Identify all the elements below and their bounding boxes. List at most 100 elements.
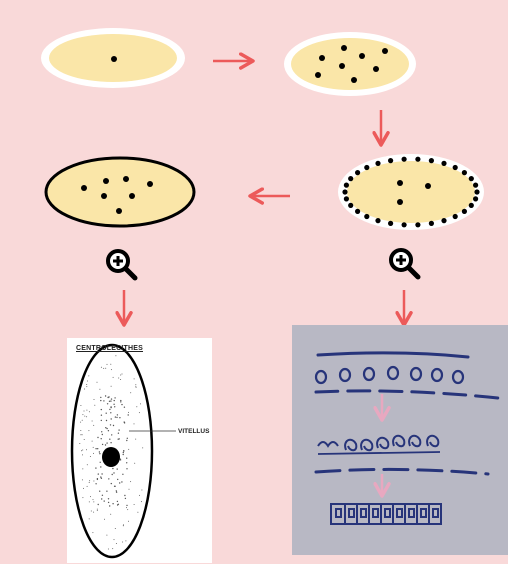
yolk-dot bbox=[110, 424, 111, 425]
yolk-dot bbox=[110, 514, 111, 515]
yolk-dot bbox=[111, 398, 112, 399]
yolk-dot bbox=[136, 387, 137, 388]
yolk-dot bbox=[126, 440, 127, 441]
magnifier-plus-icon bbox=[391, 250, 418, 277]
yolk-dot bbox=[86, 410, 87, 411]
yolk-dot bbox=[90, 496, 91, 497]
nucleus bbox=[348, 203, 353, 208]
yolk-dot bbox=[93, 501, 94, 502]
yolk-dot bbox=[123, 454, 124, 455]
yolk-dot bbox=[80, 430, 81, 431]
yolk-dot bbox=[141, 490, 142, 491]
nucleus bbox=[355, 170, 360, 175]
yolk-dot bbox=[123, 524, 124, 525]
yolk-dot bbox=[127, 438, 128, 439]
nucleus bbox=[441, 161, 446, 166]
yolk-dot bbox=[97, 448, 98, 449]
yolk-dot bbox=[87, 464, 88, 465]
nucleus bbox=[453, 214, 458, 219]
yolk-dot bbox=[88, 375, 89, 376]
yolk-dot bbox=[111, 483, 112, 484]
yolk-dot bbox=[129, 489, 130, 490]
yolk-dot bbox=[82, 450, 83, 451]
yolk-dot bbox=[102, 495, 103, 496]
yolk-dot bbox=[135, 439, 136, 440]
yolk-dot bbox=[126, 468, 127, 469]
yolk-dot bbox=[108, 478, 109, 479]
yolk-dot bbox=[102, 434, 103, 435]
yolk-dot bbox=[82, 420, 83, 421]
yolk-dot bbox=[136, 406, 137, 407]
yolk-dot bbox=[105, 444, 106, 445]
yolk-dot bbox=[120, 375, 121, 376]
yolk-dot bbox=[127, 509, 128, 510]
yolk-dot bbox=[106, 420, 107, 421]
yolk-dot bbox=[115, 528, 116, 529]
yolk-dot bbox=[111, 418, 112, 419]
nucleus bbox=[102, 447, 120, 467]
nucleus bbox=[375, 218, 380, 223]
yolk-dot bbox=[84, 389, 85, 390]
nucleus bbox=[474, 189, 479, 194]
nucleus bbox=[429, 158, 434, 163]
yolk-dot bbox=[126, 462, 127, 463]
yolk-dot bbox=[122, 542, 123, 543]
yolk-dot bbox=[93, 512, 94, 513]
yolk-dot bbox=[93, 499, 94, 500]
yolk-dot bbox=[116, 490, 117, 491]
nucleus bbox=[364, 165, 369, 170]
yolk-dot bbox=[112, 503, 113, 504]
nucleus bbox=[453, 165, 458, 170]
yolk-dot bbox=[99, 453, 100, 454]
yolk-dot bbox=[109, 401, 110, 402]
yolk-dot bbox=[123, 452, 124, 453]
yolk-dot bbox=[112, 468, 113, 469]
yolk-dot bbox=[123, 525, 124, 526]
yolk-dot bbox=[98, 473, 99, 474]
yolk-dot bbox=[130, 392, 131, 393]
nucleus bbox=[473, 196, 478, 201]
yolk-dot bbox=[97, 437, 98, 438]
yolk-dot bbox=[123, 450, 124, 451]
yolk-dot bbox=[92, 532, 93, 533]
yolk-dot bbox=[101, 415, 102, 416]
yolk-dot bbox=[108, 498, 109, 499]
yolk-dot bbox=[95, 448, 96, 449]
yolk-dot bbox=[81, 450, 82, 451]
yolk-dot bbox=[101, 420, 102, 421]
yolk-dot bbox=[113, 425, 114, 426]
nucleus bbox=[415, 157, 420, 162]
yolk-dot bbox=[83, 488, 84, 489]
yolk-dot bbox=[91, 511, 92, 512]
yolk-dot bbox=[114, 400, 115, 401]
yolk-dot bbox=[113, 377, 114, 378]
yolk-dot bbox=[80, 422, 81, 423]
stage-2-egg bbox=[284, 32, 416, 96]
yolk-dot bbox=[103, 368, 104, 369]
yolk-dot bbox=[117, 501, 118, 502]
yolk-dot bbox=[117, 479, 118, 480]
yolk-dot bbox=[101, 438, 102, 439]
inset-photo bbox=[292, 325, 508, 555]
yolk-dot bbox=[128, 521, 129, 522]
yolk-dot bbox=[134, 463, 135, 464]
yolk-dot bbox=[125, 540, 126, 541]
stage-3-egg bbox=[338, 154, 484, 230]
yolk-dot bbox=[126, 507, 127, 508]
nucleus bbox=[348, 176, 353, 181]
yolk-dot bbox=[120, 400, 121, 401]
yolk-dot bbox=[88, 430, 89, 431]
yolk-dot bbox=[89, 411, 90, 412]
nucleus bbox=[462, 209, 467, 214]
yolk-dot bbox=[110, 412, 111, 413]
yolk-dot bbox=[101, 473, 102, 474]
yolk-dot bbox=[102, 444, 103, 445]
yolk-dot bbox=[139, 495, 140, 496]
nucleus bbox=[469, 203, 474, 208]
yolk-dot bbox=[99, 451, 100, 452]
yolk-dot bbox=[109, 505, 110, 506]
yolk-dot bbox=[94, 405, 95, 406]
yolk-dot bbox=[124, 421, 125, 422]
yolk-dot bbox=[126, 458, 127, 459]
yolk-dot bbox=[134, 378, 135, 379]
